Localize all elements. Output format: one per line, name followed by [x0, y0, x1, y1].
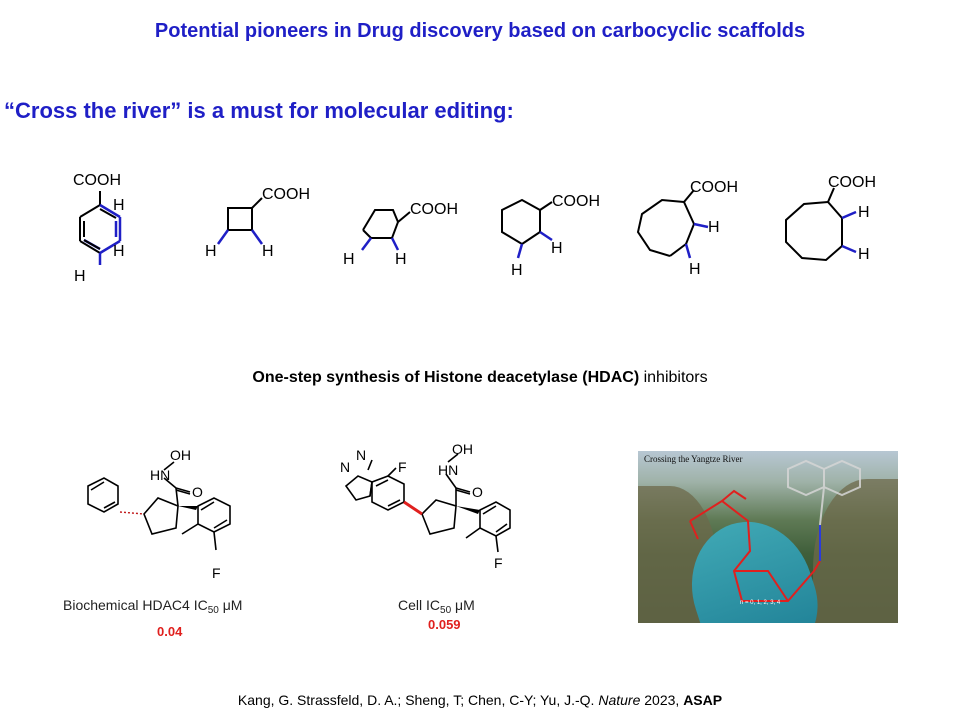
- h-label: H: [551, 240, 563, 257]
- h-label: H: [689, 261, 701, 278]
- photo-title: Crossing the Yangtze River: [644, 454, 743, 464]
- benzoic-acid-structure: COOH H H H: [73, 172, 125, 285]
- h-label: H: [113, 197, 125, 214]
- h-label: H: [74, 268, 86, 285]
- h-label: H: [262, 243, 274, 260]
- f-label: F: [398, 459, 407, 475]
- cooh-label: COOH: [690, 179, 738, 196]
- oh-label: OH: [170, 447, 191, 463]
- cooh-label: COOH: [262, 186, 310, 203]
- h-label: H: [343, 251, 355, 268]
- n-label: N: [356, 447, 366, 463]
- hdac-inhibitor-1-structure: HN OH O F: [87, 447, 231, 581]
- f-label: F: [494, 555, 503, 571]
- h-label: H: [395, 251, 407, 268]
- status-label: ASAP: [683, 692, 723, 708]
- compound2-ic50-value: 0.059: [428, 617, 461, 632]
- h-label: H: [858, 246, 870, 263]
- citation: Kang, G. Strassfeld, D. A.; Sheng, T; Ch…: [237, 692, 723, 708]
- slide-title: Potential pioneers in Drug discovery bas…: [154, 20, 806, 42]
- o-label: O: [472, 484, 483, 500]
- hdac-caption-bold: One-step synthesis of Histone deacetylas…: [252, 369, 640, 386]
- cyclohexane-acid-structure: COOH H H: [501, 193, 600, 279]
- compound1-ic50-value: 0.04: [157, 624, 183, 639]
- h-label: H: [205, 243, 217, 260]
- o-label: O: [192, 484, 203, 500]
- journal-name: Nature: [598, 692, 641, 708]
- yangtze-river-image: Crossing the Yangtze River n = 0, 1, 2, …: [638, 451, 898, 623]
- compound1-assay-label: Biochemical HDAC4 IC50 μM: [63, 597, 243, 616]
- cyclobutane-acid-structure: COOH H H: [205, 186, 310, 260]
- compound2-assay-label: Cell IC50 μM: [398, 597, 475, 616]
- cooh-label: COOH: [828, 174, 876, 191]
- cyclooctane-acid-structure: COOH H H: [785, 174, 876, 263]
- cyclopentane-acid-structure: COOH H H: [343, 201, 458, 268]
- photo-note: n = 0, 1, 2, 3, 4: [740, 600, 781, 606]
- h-label: H: [511, 262, 523, 279]
- cycloheptane-acid-structure: COOH H H: [636, 179, 738, 278]
- oh-label: OH: [452, 441, 473, 457]
- cooh-label: COOH: [552, 193, 600, 210]
- section-heading: “Cross the river” is a must for molecula…: [4, 98, 514, 123]
- cooh-label: COOH: [410, 201, 458, 218]
- h-label: H: [113, 243, 125, 260]
- molecule-overlay: [689, 459, 861, 602]
- hdac-caption: One-step synthesis of Histone deacetylas…: [0, 369, 960, 387]
- n-label: N: [340, 459, 350, 475]
- h-label: H: [708, 219, 720, 236]
- hn-label: HN: [150, 467, 170, 483]
- h-label: H: [858, 204, 870, 221]
- hdac-inhibitor-2-structure: N N F HN OH O F: [340, 441, 511, 571]
- hdac-caption-rest: inhibitors: [639, 369, 708, 386]
- hn-label: HN: [438, 462, 458, 478]
- f-label: F: [212, 565, 221, 581]
- cooh-label: COOH: [73, 172, 121, 189]
